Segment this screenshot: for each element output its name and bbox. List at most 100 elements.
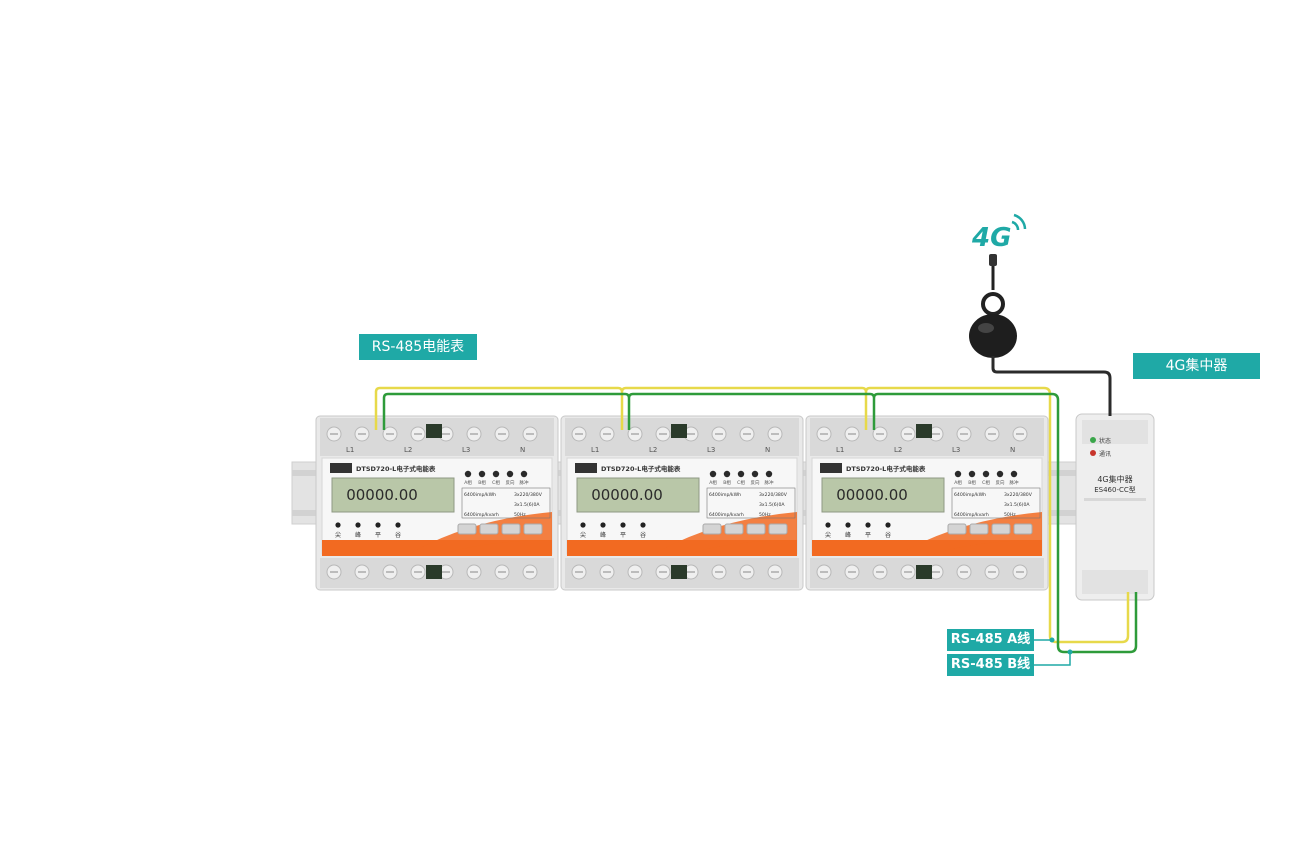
spec-cell: 3x1.5(6)0A (514, 502, 540, 508)
orange-swoosh (651, 512, 797, 556)
lcd-display (821, 477, 945, 513)
indicator-label: 反向 (996, 479, 1005, 486)
indicator-led-icon (464, 470, 472, 478)
spec-cell: 3x220/380V (759, 492, 788, 498)
tariff-led-icon (640, 522, 646, 528)
spec-table (461, 487, 551, 519)
panel-button (724, 523, 744, 535)
indicator-led-icon (520, 470, 528, 478)
spec-cell: 3x220/380V (1004, 492, 1033, 498)
tariff-led-icon (865, 522, 871, 528)
panel-button (1013, 523, 1033, 535)
status-led-icon (1090, 437, 1096, 443)
tariff-label: 尖 (825, 531, 831, 539)
lcd-display (331, 477, 455, 513)
terminal-label: L3 (462, 446, 470, 454)
brand-logo-icon (330, 463, 352, 473)
panel-button (746, 523, 766, 535)
indicator-led-icon (968, 470, 976, 478)
indicator-led-icon (982, 470, 990, 478)
panel-button (523, 523, 543, 535)
concentrator-device-name: 4G集中器 (1097, 474, 1132, 484)
spec-cell: 50Hz (514, 512, 526, 518)
connector-block (426, 424, 442, 438)
tariff-led-icon (355, 522, 361, 528)
connector-block (671, 424, 687, 438)
network-label: 4G (971, 223, 1011, 253)
tariff-led-icon (620, 522, 626, 528)
tariff-label: 尖 (335, 531, 341, 539)
panel-button (501, 523, 521, 535)
4g-signal-icon: 4G (971, 213, 1027, 253)
tariff-led-icon (885, 522, 891, 528)
rs485-bus-wires (374, 386, 1138, 654)
rs485-a-line-label: RS-485 A线 (947, 629, 1034, 651)
indicator-label: B相 (723, 479, 731, 486)
terminal-label: L2 (404, 446, 412, 454)
orange-swoosh (406, 512, 552, 556)
indicator-label: 脉冲 (765, 479, 774, 486)
tariff-led-icon (395, 522, 401, 528)
terminal-label: L1 (836, 446, 844, 454)
lcd-reading: 00000.00 (346, 486, 418, 504)
indicator-label: B相 (478, 479, 486, 486)
spec-cell: 6400imp/kvarh (464, 512, 499, 518)
line-b-leader (1034, 652, 1071, 666)
tariff-label: 峰 (845, 531, 851, 539)
terminal-label: L1 (346, 446, 354, 454)
tariff-label: 尖 (580, 531, 586, 539)
indicator-label: C相 (737, 479, 745, 486)
indicator-led-icon (751, 470, 759, 478)
antenna-icon (969, 254, 1017, 358)
tariff-led-icon (845, 522, 851, 528)
terminal-label: N (1010, 446, 1015, 454)
indicator-led-icon (737, 470, 745, 478)
rs485-b-wire (382, 392, 1138, 654)
indicator-label: A相 (709, 479, 717, 486)
tariff-label: 平 (865, 532, 871, 539)
indicator-label: C相 (492, 479, 500, 486)
indicator-led-icon (1010, 470, 1018, 478)
meters-label: RS-485电能表 (359, 334, 477, 360)
tariff-label: 平 (375, 532, 381, 539)
indicator-label: C相 (982, 479, 990, 486)
spec-cell: 6400imp/kWh (464, 492, 496, 498)
status-led-label: 状态 (1099, 437, 1111, 445)
indicator-label: B相 (968, 479, 976, 486)
brand-logo-icon (820, 463, 842, 473)
indicator-led-icon (954, 470, 962, 478)
spec-cell: 3x1.5(6)0A (1004, 502, 1030, 508)
indicator-led-icon (709, 470, 717, 478)
indicator-led-icon (478, 470, 486, 478)
meter-model: DTSD720-L电子式电能表 (601, 464, 681, 473)
connector-block (916, 565, 932, 579)
spec-cell: 3x220/380V (514, 492, 543, 498)
concentrator-device-model: ES460-CC型 (1094, 485, 1136, 494)
spec-cell: 6400imp/kWh (954, 492, 986, 498)
meter-model: DTSD720-L电子式电能表 (846, 464, 926, 473)
indicator-label: 脉冲 (520, 479, 529, 486)
tariff-led-icon (600, 522, 606, 528)
tariff-led-icon (580, 522, 586, 528)
orange-swoosh (896, 512, 1042, 556)
panel-button (947, 523, 967, 535)
connector-block (916, 424, 932, 438)
panel-button (702, 523, 722, 535)
terminal-label: L3 (952, 446, 960, 454)
concentrator-device: 状态 通讯 4G集中器 ES460-CC型 (1075, 413, 1155, 601)
spec-table (706, 487, 796, 519)
concentrator-label: 4G集中器 (1133, 353, 1260, 379)
line-b-leader-dot (1067, 649, 1073, 655)
line-a-leader-dot (1049, 637, 1055, 643)
indicator-led-icon (492, 470, 500, 478)
spec-cell: 50Hz (1004, 512, 1016, 518)
terminal-label: N (765, 446, 770, 454)
comm-led-icon (1090, 450, 1096, 456)
connector-block (671, 565, 687, 579)
spec-table (951, 487, 1041, 519)
indicator-led-icon (506, 470, 514, 478)
indicator-led-icon (996, 470, 1004, 478)
